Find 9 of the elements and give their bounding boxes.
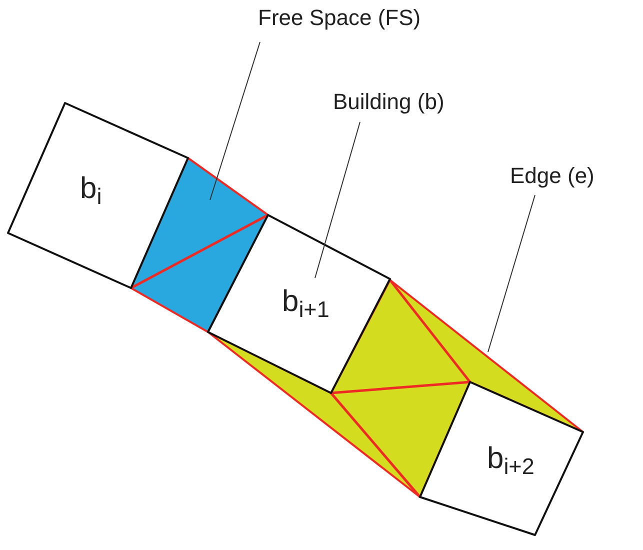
building-label: b$_{i+1}$	[282, 287, 330, 317]
callout-label: Free Space (FS)	[258, 4, 421, 32]
leader-line	[210, 42, 260, 200]
building-label: b$_{i+2}$	[487, 444, 534, 474]
callout-label: Edge (e)	[510, 162, 594, 190]
callout-label: Building (b)	[333, 88, 444, 116]
leader-line	[488, 194, 536, 352]
building-label: b$_{i}$	[80, 174, 102, 204]
leader-line	[314, 122, 360, 278]
